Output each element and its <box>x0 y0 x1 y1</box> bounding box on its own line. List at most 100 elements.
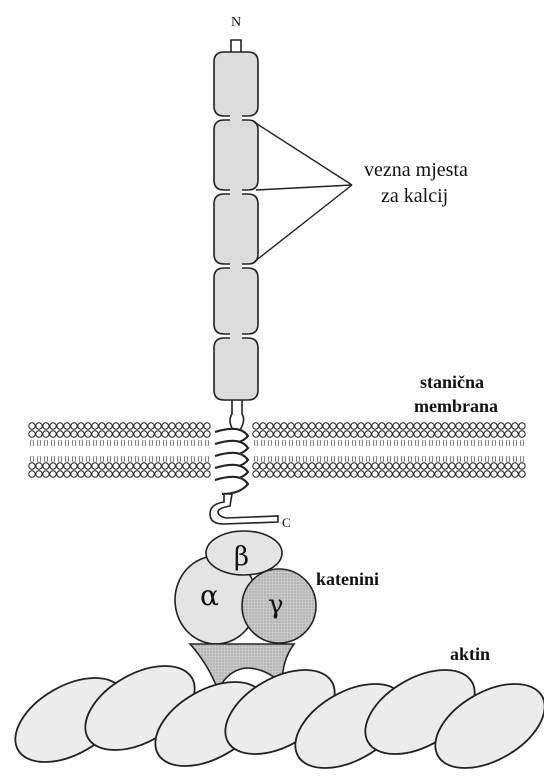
lipid-head <box>505 431 511 437</box>
lipid-head <box>365 463 371 469</box>
lipid-tail <box>164 440 167 446</box>
lipid-head <box>57 463 63 469</box>
lipid-head <box>393 471 399 477</box>
lipid-tail <box>423 440 426 446</box>
lipid-head <box>477 471 483 477</box>
lipid-head <box>477 463 483 469</box>
lipid-head <box>463 431 469 437</box>
lipid-head <box>267 471 273 477</box>
lipid-head <box>344 431 350 437</box>
lipid-head <box>197 471 203 477</box>
lipid-head <box>29 423 35 429</box>
lipid-tail <box>283 440 286 446</box>
lipid-head <box>92 423 98 429</box>
lipid-head <box>141 423 147 429</box>
lipid-head <box>435 431 441 437</box>
lipid-tail <box>108 456 111 462</box>
lipid-head <box>64 471 70 477</box>
lipid-head <box>302 463 308 469</box>
lipid-head <box>127 463 133 469</box>
lipid-head <box>421 463 427 469</box>
lipid-head <box>386 423 392 429</box>
lipid-tail <box>346 456 349 462</box>
lipid-tail <box>367 440 370 446</box>
lipid-tail <box>353 440 356 446</box>
lipid-head <box>120 423 126 429</box>
lipid-tail <box>255 440 258 446</box>
lipid-head <box>414 423 420 429</box>
lipid-head <box>99 423 105 429</box>
lipid-head <box>421 431 427 437</box>
lipid-head <box>162 471 168 477</box>
lipid-head <box>155 471 161 477</box>
lipid-tail <box>283 456 286 462</box>
lipid-head <box>302 471 308 477</box>
lipid-tail <box>52 456 55 462</box>
lipid-tail <box>479 456 482 462</box>
lipid-head <box>477 431 483 437</box>
lipid-head <box>505 471 511 477</box>
lipid-head <box>190 431 196 437</box>
lipid-tail <box>297 456 300 462</box>
lipid-tail <box>402 440 405 446</box>
lipid-head <box>330 431 336 437</box>
lipid-head <box>183 463 189 469</box>
lipid-head <box>85 431 91 437</box>
lipid-head <box>57 431 63 437</box>
cell-membrane <box>29 423 525 477</box>
lipid-head <box>176 431 182 437</box>
lipid-head <box>449 471 455 477</box>
neck-segment <box>230 400 244 430</box>
lipid-tail <box>381 456 384 462</box>
lipid-head <box>288 431 294 437</box>
lipid-head <box>127 423 133 429</box>
lipid-tail <box>115 440 118 446</box>
lipid-head <box>477 423 483 429</box>
lipid-head <box>456 423 462 429</box>
lipid-head <box>351 463 357 469</box>
lipid-head <box>386 471 392 477</box>
lipid-head <box>435 423 441 429</box>
lipid-head <box>176 423 182 429</box>
lipid-head <box>421 423 427 429</box>
lipid-tail <box>290 456 293 462</box>
lipid-head <box>491 463 497 469</box>
lipid-head <box>162 423 168 429</box>
lipid-tail <box>493 440 496 446</box>
lipid-tail <box>311 440 314 446</box>
lipid-head <box>519 423 525 429</box>
lipid-head <box>344 471 350 477</box>
lipid-head <box>337 423 343 429</box>
binding-site-pointers <box>254 122 352 262</box>
lipid-head <box>162 463 168 469</box>
lipid-head <box>141 431 147 437</box>
lipid-head <box>442 431 448 437</box>
lipid-head <box>253 431 259 437</box>
lipid-head <box>309 423 315 429</box>
lipid-tail <box>178 456 181 462</box>
lipid-tail <box>276 456 279 462</box>
lipid-head <box>92 471 98 477</box>
lipid-tail <box>185 456 188 462</box>
lipid-head <box>344 423 350 429</box>
lipid-head <box>393 431 399 437</box>
lipid-head <box>351 471 357 477</box>
lipid-head <box>414 463 420 469</box>
n-terminal-stub <box>231 40 241 52</box>
lipid-head <box>372 471 378 477</box>
lipid-head <box>372 463 378 469</box>
lipid-head <box>267 423 273 429</box>
lipid-tail <box>157 440 160 446</box>
lipid-head <box>134 431 140 437</box>
lipid-head <box>316 471 322 477</box>
lipid-head <box>498 463 504 469</box>
lipid-head <box>57 423 63 429</box>
lipid-tail <box>31 440 34 446</box>
lipid-head <box>505 463 511 469</box>
lipid-head <box>113 463 119 469</box>
lipid-head <box>442 471 448 477</box>
lipid-head <box>36 471 42 477</box>
lipid-tail <box>430 440 433 446</box>
lipid-head <box>183 431 189 437</box>
